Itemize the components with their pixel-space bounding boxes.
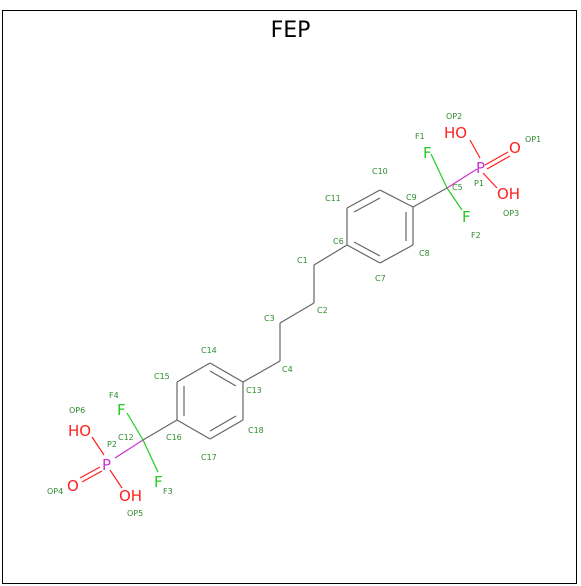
label-c3: C3	[264, 314, 275, 323]
element-f1: F	[423, 144, 432, 162]
label-c7: C7	[375, 274, 386, 283]
element-op5: OH	[119, 487, 142, 505]
label-c13: C13	[246, 386, 262, 395]
element-op1: O	[509, 139, 521, 157]
bond-p1-op3	[482, 172, 498, 189]
label-op6: OP6	[69, 406, 85, 415]
element-f3: F	[154, 473, 163, 491]
element-f2: F	[462, 208, 471, 226]
label-c18: C18	[248, 426, 264, 435]
bond-c14-c15	[176, 362, 211, 383]
element-f4: F	[117, 401, 126, 419]
label-op1: OP1	[525, 135, 541, 144]
bond-p2-op4-b	[81, 470, 103, 483]
bond-aromatic-inner-3	[353, 241, 381, 257]
bond-aromatic-inner-6	[209, 415, 237, 432]
molecule-title: FEP	[270, 18, 311, 43]
bond-p2-op6	[91, 436, 105, 456]
label-f2: F2	[471, 231, 481, 240]
label-op5: OP5	[127, 509, 143, 518]
element-op6: HO	[68, 422, 91, 440]
label-c11: C11	[325, 194, 341, 203]
label-op2: OP2	[446, 112, 462, 121]
bond-c5-f2	[446, 187, 463, 211]
label-op3: OP3	[503, 209, 519, 218]
bonds	[79, 139, 511, 489]
bond-p1-op1-a	[484, 151, 509, 166]
element-p2: P	[102, 456, 111, 474]
bond-c12-f3	[142, 439, 159, 473]
bond-c12-p2	[114, 439, 144, 459]
label-c8: C8	[419, 249, 430, 258]
bond-c13-c14	[209, 362, 244, 383]
bond-c9-c5	[412, 187, 448, 208]
bond-c2-c3	[279, 302, 315, 324]
bond-p2-op4-a	[79, 466, 101, 479]
element-op4: O	[67, 477, 79, 495]
bond-p2-op5	[109, 469, 123, 489]
label-f4: F4	[109, 391, 119, 400]
label-c9: C9	[406, 193, 417, 202]
element-op2: HO	[444, 124, 467, 142]
label-p2: P2	[107, 440, 117, 449]
bond-c17-c18	[209, 419, 244, 440]
label-c2: C2	[317, 306, 328, 315]
label-c6: C6	[333, 237, 344, 246]
bond-c5-f1	[430, 153, 448, 189]
bond-c4-c13	[242, 360, 281, 383]
label-c17: C17	[201, 453, 217, 462]
bond-c12-f4	[126, 412, 144, 441]
label-c4: C4	[282, 365, 293, 374]
bond-c16-c17	[176, 419, 211, 440]
diagram-frame	[2, 10, 577, 584]
bond-c8-c7	[379, 244, 414, 264]
bond-c5-p1	[446, 168, 478, 189]
label-f1: F1	[415, 132, 425, 141]
label-c16: C16	[166, 433, 182, 442]
label-op4: OP4	[47, 487, 63, 496]
label-c14: C14	[201, 346, 217, 355]
label-c5: C5	[452, 183, 463, 192]
label-p1: P1	[474, 179, 484, 188]
label-f3: F3	[163, 487, 173, 496]
bond-c7-c6	[346, 244, 381, 264]
bond-p1-op1-b	[486, 155, 511, 170]
element-p1: P	[476, 159, 485, 177]
bond-aromatic-inner-4	[209, 370, 237, 387]
bond-c6-c1	[313, 244, 348, 266]
label-c10: C10	[372, 167, 388, 176]
bond-c10-c9	[379, 189, 414, 208]
label-c15: C15	[154, 372, 170, 381]
label-c1: C1	[297, 256, 308, 265]
bond-c16-c12	[142, 419, 178, 441]
element-op3: OH	[497, 185, 520, 203]
bond-c11-c10	[346, 189, 381, 209]
bond-p1-op2	[469, 139, 481, 159]
bond-aromatic-inner-1	[353, 197, 381, 213]
label-c12: C12	[118, 433, 134, 442]
